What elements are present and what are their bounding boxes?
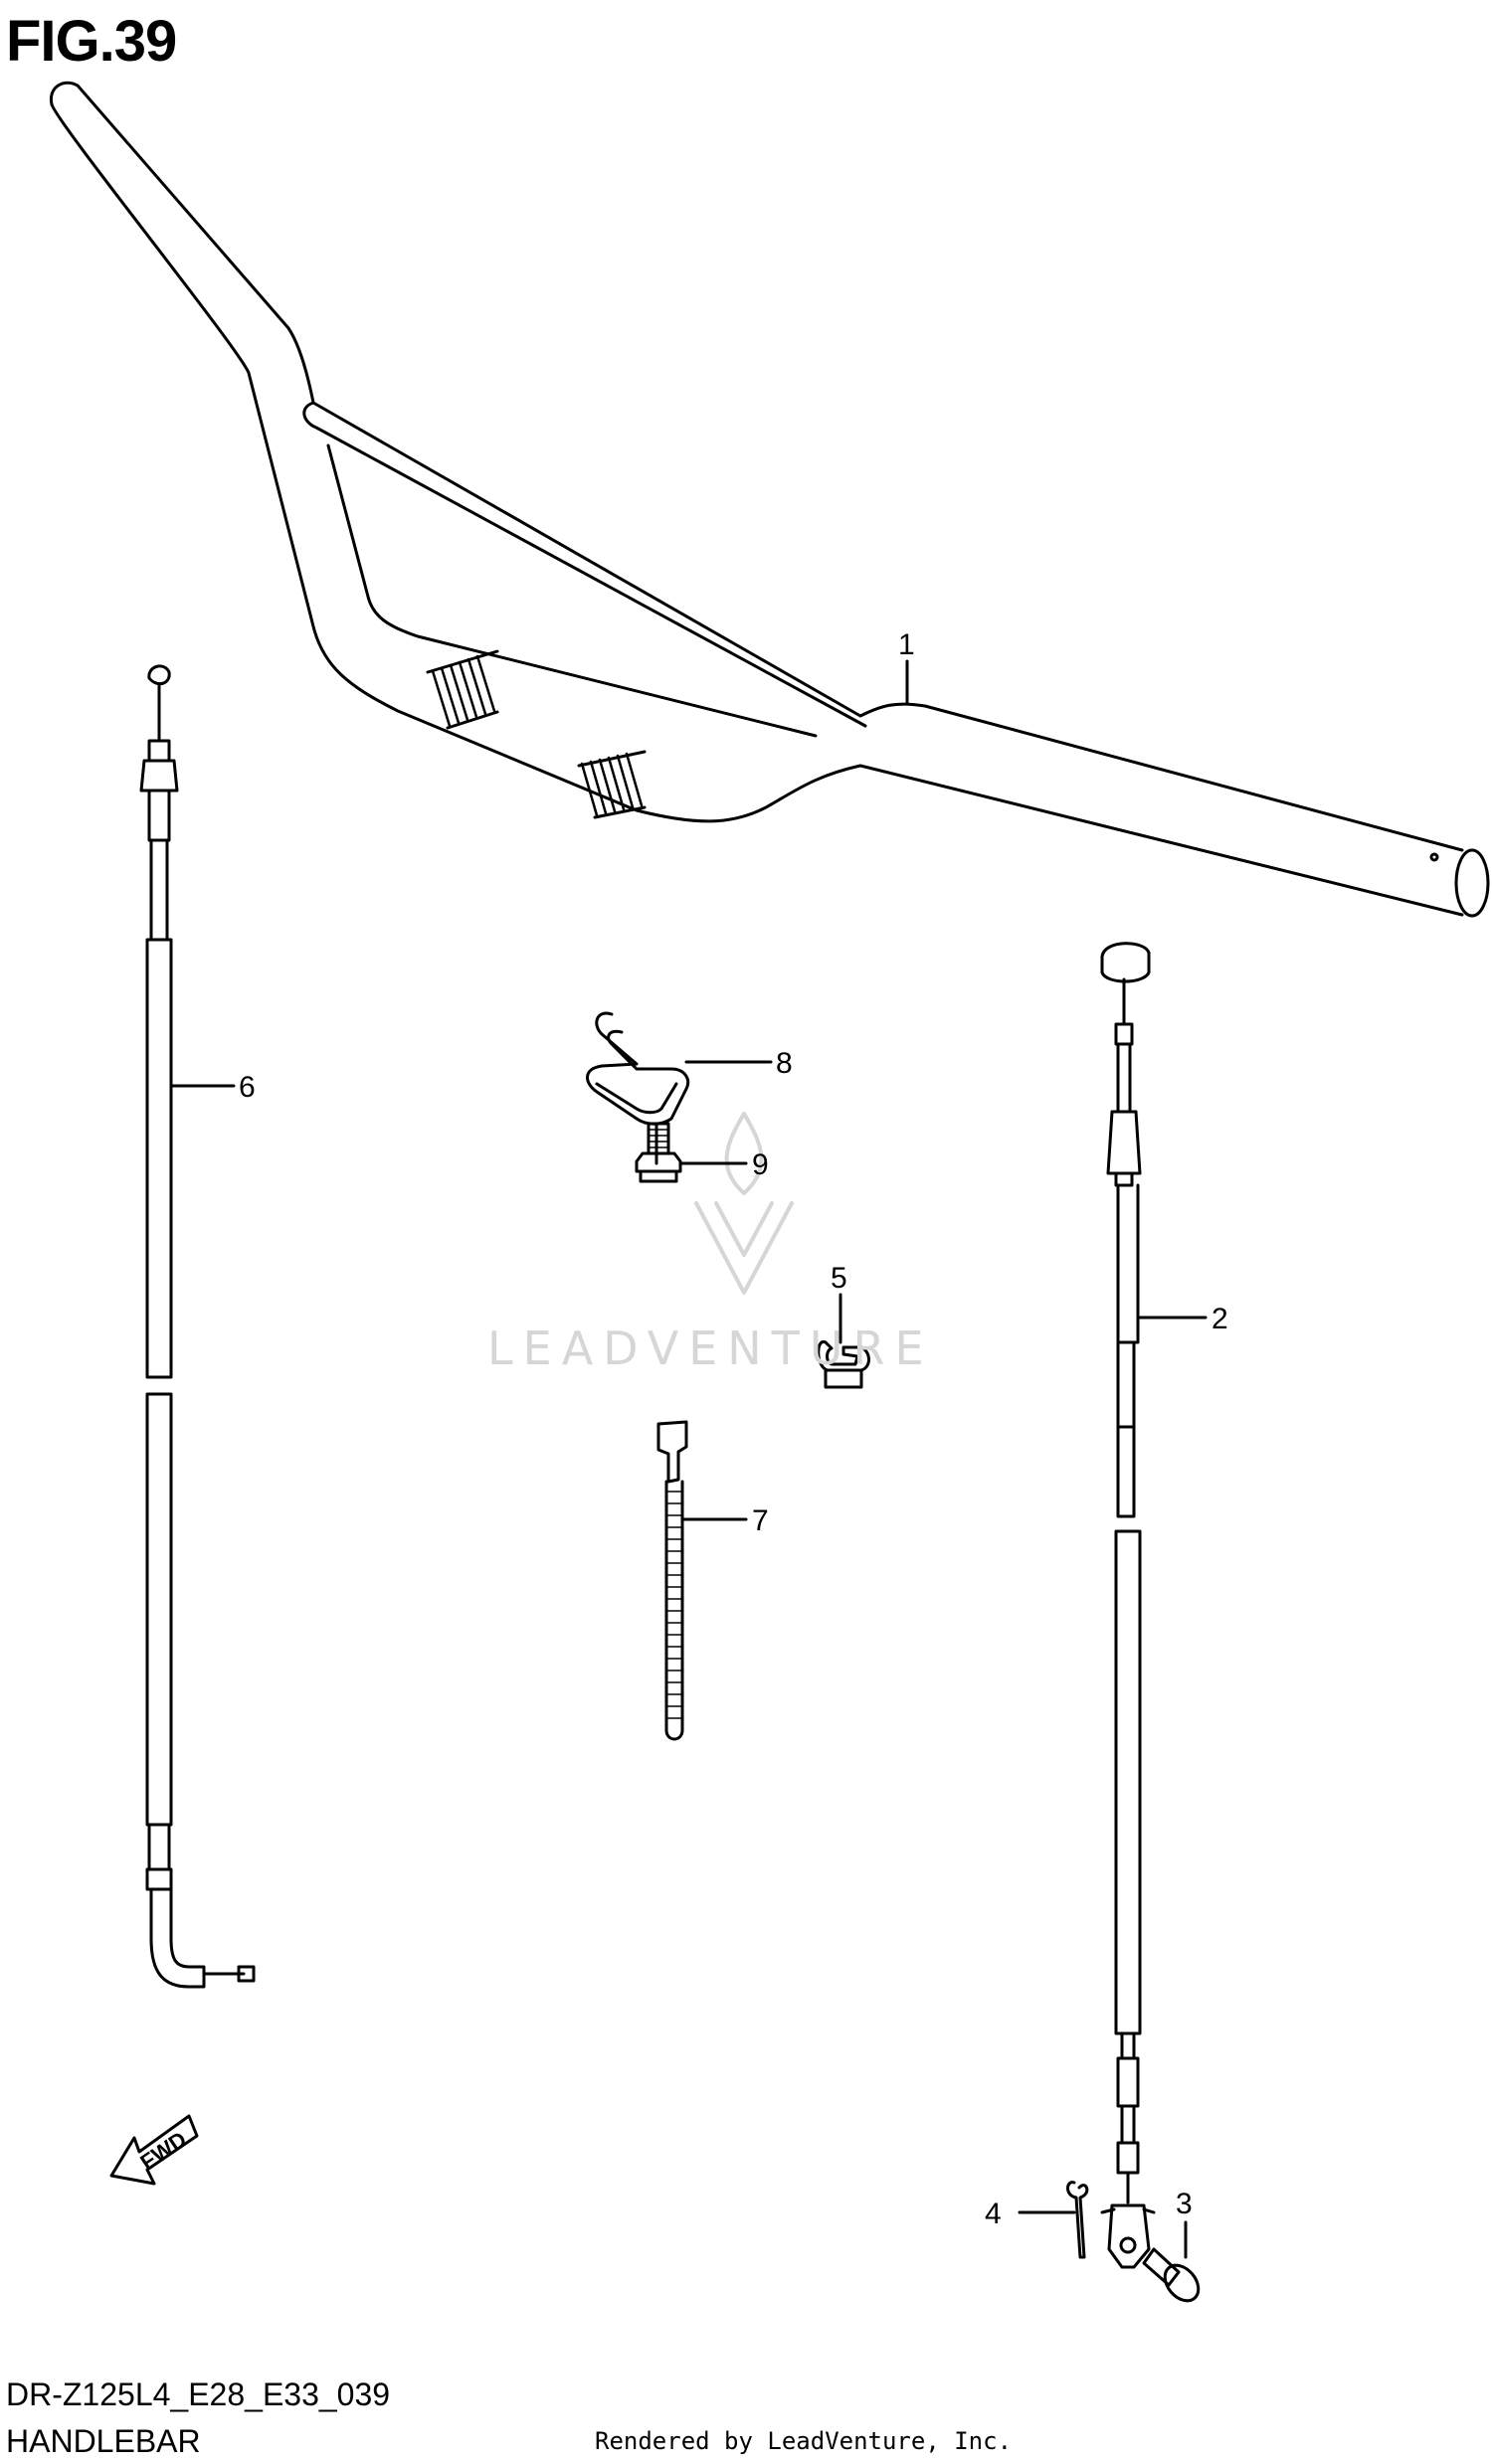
callout-9: 9 [752,1148,769,1181]
watermark-logo [694,1112,794,1295]
callout-6: 6 [239,1071,256,1104]
callout-1: 1 [898,628,915,661]
watermark-text: LEADVENTURE [487,1321,934,1375]
rendered-by-credit: Rendered by LeadVenture, Inc. [595,2427,1013,2455]
wire-clamp-part [586,1011,690,1126]
pin-part [1142,2247,1201,2303]
clutch-cable-part [1100,942,1156,2269]
fwd-arrow-icon [109,2114,199,2186]
handlebar-part [49,81,1490,918]
bolt-part [635,1122,682,1183]
throttle-cable-part [139,664,256,1989]
callout-4: 4 [985,2198,1002,2230]
callout-2: 2 [1212,1303,1228,1335]
callout-5: 5 [831,1262,847,1295]
section-name: HANDLEBAR [6,2423,201,2459]
model-code: DR-Z125L4_E28_E33_039 [6,2376,391,2412]
cotter-pin-part [1066,2181,1089,2259]
cable-tie-part [656,1420,688,1741]
callout-8: 8 [776,1047,793,1080]
callout-3: 3 [1176,2188,1193,2220]
callout-7: 7 [752,1504,769,1537]
figure-title: FIG.39 [6,9,177,74]
cable-clamp-part [817,1340,870,1389]
